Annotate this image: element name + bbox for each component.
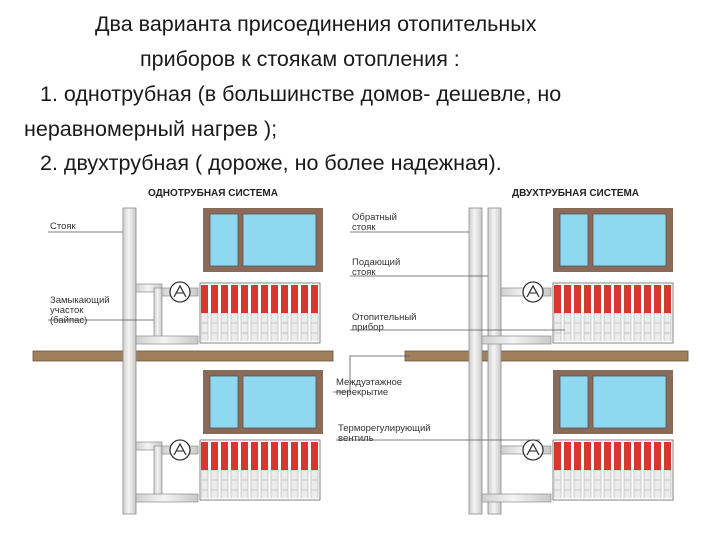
return-riser-pipe [468,207,483,515]
caption: Два варианта присоединения отопительных … [0,0,720,185]
window-icon [552,207,674,273]
caption-line-1: Два варианта присоединения отопительных [95,12,537,36]
leader-lines [48,231,565,441]
label-riser: Стояк [50,221,77,232]
two-pipe-system [468,207,674,515]
window-icon [202,207,324,273]
label-bypass-2: участок [50,305,84,316]
valve-icon [522,439,544,461]
window-icon [552,369,674,435]
valve-icon [169,281,191,303]
right-system-title: ДВУХТРУБНАЯ СИСТЕМА [512,188,639,199]
floor-slab-left [32,350,334,362]
radiator-icon [199,282,321,344]
valve-icon [522,281,544,303]
label-heater-2: прибор [352,322,384,333]
label-return-riser-1: Обратный [352,212,397,223]
caption-line-3: 1. однотрубная (в большинстве домов- деш… [40,82,562,106]
one-pipe-system [122,207,324,515]
label-heater-1: Отопительный [352,312,416,323]
caption-line-4: неравномерный нагрев ); [24,117,278,141]
label-valve-2: вентиль [338,433,374,444]
riser-pipe [122,207,137,515]
supply-riser-pipe [487,207,502,515]
label-floor-slab-2: перекрытие [336,387,388,398]
label-floor-slab-1: Междуэтажное [336,377,402,388]
floor-slab-right [404,350,689,362]
valve-icon [169,439,191,461]
caption-line-5: 2. двухтрубная ( дороже, но более надежн… [40,151,502,175]
label-supply-riser-2: стояк [352,267,376,278]
radiator-icon [552,282,674,344]
label-valve-1: Терморегулирующий [338,423,431,434]
window-icon [202,369,324,435]
label-return-riser-2: стояк [352,222,376,233]
caption-line-2: приборов к стоякам отопления : [140,47,460,71]
label-bypass-1: Замыкающий [50,295,110,306]
label-bypass-3: (байпас) [50,315,87,326]
label-supply-riser-1: Подающий [352,257,400,268]
left-system-title: ОДНОТРУБНАЯ СИСТЕМА [148,188,278,199]
radiator-icon [552,439,674,501]
radiator-icon [199,439,321,501]
